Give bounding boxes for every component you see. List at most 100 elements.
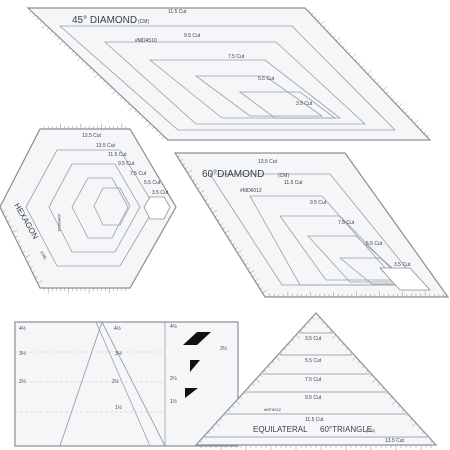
- half-triangle-mark-7: 1½: [115, 404, 123, 411]
- hexagon-cut-label-5: 7.5 Cut: [130, 171, 147, 177]
- ruler-tick: [127, 103, 130, 107]
- ruler-tick: [361, 365, 365, 369]
- ruler-tick: [74, 54, 78, 57]
- equilateral-triangle-ruler: 3.5 Cut 5.5 Cut 7.5 Cut 9.5 Cut 11.5 Cut…: [194, 312, 438, 450]
- triangle-cut-lines: [205, 332, 427, 438]
- ruler-tick: [109, 87, 113, 90]
- diamond-45-cut-label-4: 5.5 Cut: [258, 76, 275, 82]
- ruler-tick: [177, 155, 181, 158]
- ruler-tick: [34, 276, 38, 279]
- ruler-tick: [76, 57, 81, 62]
- ruler-tick: [303, 326, 307, 329]
- diamond-60-cut-label-6: 3.5 Cut: [394, 262, 411, 268]
- ruler-tick: [14, 235, 18, 238]
- diamond-45-cut-line-4: [194, 75, 324, 117]
- ruler-tick: [326, 28, 330, 32]
- ruler-tick: [129, 106, 134, 112]
- ruler-tick: [146, 123, 151, 128]
- diamond-45-cut-line-5: [238, 91, 337, 119]
- ruler-tick: [376, 81, 380, 85]
- ruler-tick: [323, 25, 327, 28]
- ruler-tick: [382, 86, 388, 91]
- ruler-tick: [134, 110, 137, 113]
- ruler-tick: [329, 330, 333, 333]
- ruler-tick: [94, 73, 99, 79]
- ruler-tick: [351, 356, 357, 361]
- ruler-tick: [32, 271, 36, 274]
- ruler-tick: [401, 409, 405, 413]
- ruler-tick: [259, 374, 263, 377]
- hexagon-unit: (CM): [39, 250, 48, 261]
- ruler-tick: [120, 96, 123, 100]
- ruler-tick: [257, 283, 261, 286]
- triangle-cut-label-1: 3.5 Cut: [305, 336, 322, 342]
- half-triangle-black-marker-1: [183, 332, 211, 345]
- ruler-tick: [407, 114, 411, 118]
- half-triangle-mark-2: 4½: [114, 325, 122, 332]
- ruler-tick: [325, 326, 329, 329]
- diamond-45-cut-label-1: 11.5 Cut: [168, 9, 187, 15]
- half-triangle-diagonal-3: [95, 321, 151, 447]
- diamond-45-model: #MD4510: [135, 38, 157, 44]
- ruler-tick: [392, 98, 395, 101]
- ruler-tick: [199, 189, 205, 194]
- ruler-tick: [329, 32, 333, 35]
- ruler-tick: [429, 440, 433, 443]
- ruler-tick: [365, 370, 369, 373]
- ruler-tick: [331, 334, 337, 339]
- triangle-cut-label-3: 7.5 Cut: [305, 377, 322, 383]
- ruler-tick: [155, 129, 158, 133]
- ruler-tick: [232, 243, 236, 246]
- ruler-tick: [187, 169, 193, 174]
- ruler-tick: [85, 63, 88, 67]
- hexagon-model: #MH6514: [57, 214, 62, 232]
- ruler-tick: [397, 405, 401, 408]
- half-triangle-ruler: 4½ 4½ 3½ 3½ 2½ 2½ 1½ 4½ 2½ 1½ 3½: [14, 321, 239, 447]
- ruler-tick: [321, 321, 325, 325]
- ruler-tick: [341, 343, 345, 347]
- ruler-tick: [385, 392, 389, 395]
- diamond-60-corner-window: [379, 267, 431, 291]
- ruler-tick: [4, 215, 8, 218]
- ruler-tick: [194, 183, 198, 186]
- ruler-tick: [411, 117, 414, 121]
- ruler-tick: [234, 247, 238, 250]
- ruler-tick: [141, 116, 144, 120]
- diamond-45-cut-line-3: [148, 59, 342, 119]
- ruler-tick: [389, 94, 392, 98]
- triangle-title: EQUILATERAL: [253, 425, 308, 434]
- diamond-45-unit: (CM): [138, 19, 149, 25]
- ruler-tick: [217, 219, 221, 222]
- diamond-45-ruler: 45° DIAMOND (CM) #MD4510 11.5 Cut 9.5 Cu…: [26, 7, 432, 141]
- hexagon-cut-line-1: [25, 149, 156, 267]
- diamond-60-model: #MD6012: [240, 188, 262, 194]
- half-triangle-mark-8: 4½: [170, 323, 178, 330]
- ruler-tick: [345, 348, 349, 351]
- triangle-cut-label-5: 11.5 Cut: [305, 417, 324, 423]
- ruler-tick: [311, 12, 314, 15]
- ruler-tick: [299, 330, 303, 333]
- diamond-60-edge-ticks: [177, 155, 444, 297]
- ruler-tick: [401, 108, 405, 111]
- hexagon-cut-line-3: [71, 177, 129, 239]
- diamond-45-cut-label-3: 7.5 Cut: [228, 54, 245, 60]
- ruler-tick: [99, 77, 102, 80]
- ruler-tick: [291, 339, 295, 342]
- ruler-tick: [53, 34, 57, 37]
- ruler-tick: [214, 215, 218, 218]
- triangle-subtitle: 60°TRIANGLE: [320, 425, 372, 434]
- diamond-45-cut-label-2: 9.5 Cut: [184, 33, 201, 39]
- ruler-tick: [212, 209, 218, 214]
- ruler-tick: [81, 60, 85, 64]
- ruler-tick: [295, 334, 301, 339]
- ruler-tick: [137, 113, 141, 116]
- ruler-tick: [32, 14, 36, 17]
- ruler-tick: [371, 378, 377, 383]
- ruler-tick: [342, 45, 345, 48]
- hexagon-cut-line-2: [48, 163, 141, 253]
- diamond-60-cut-label-1: 13.5 Cut: [258, 159, 278, 165]
- ruler-tick: [426, 134, 430, 137]
- ruler-tick: [271, 361, 275, 364]
- ruler-tick: [39, 21, 43, 24]
